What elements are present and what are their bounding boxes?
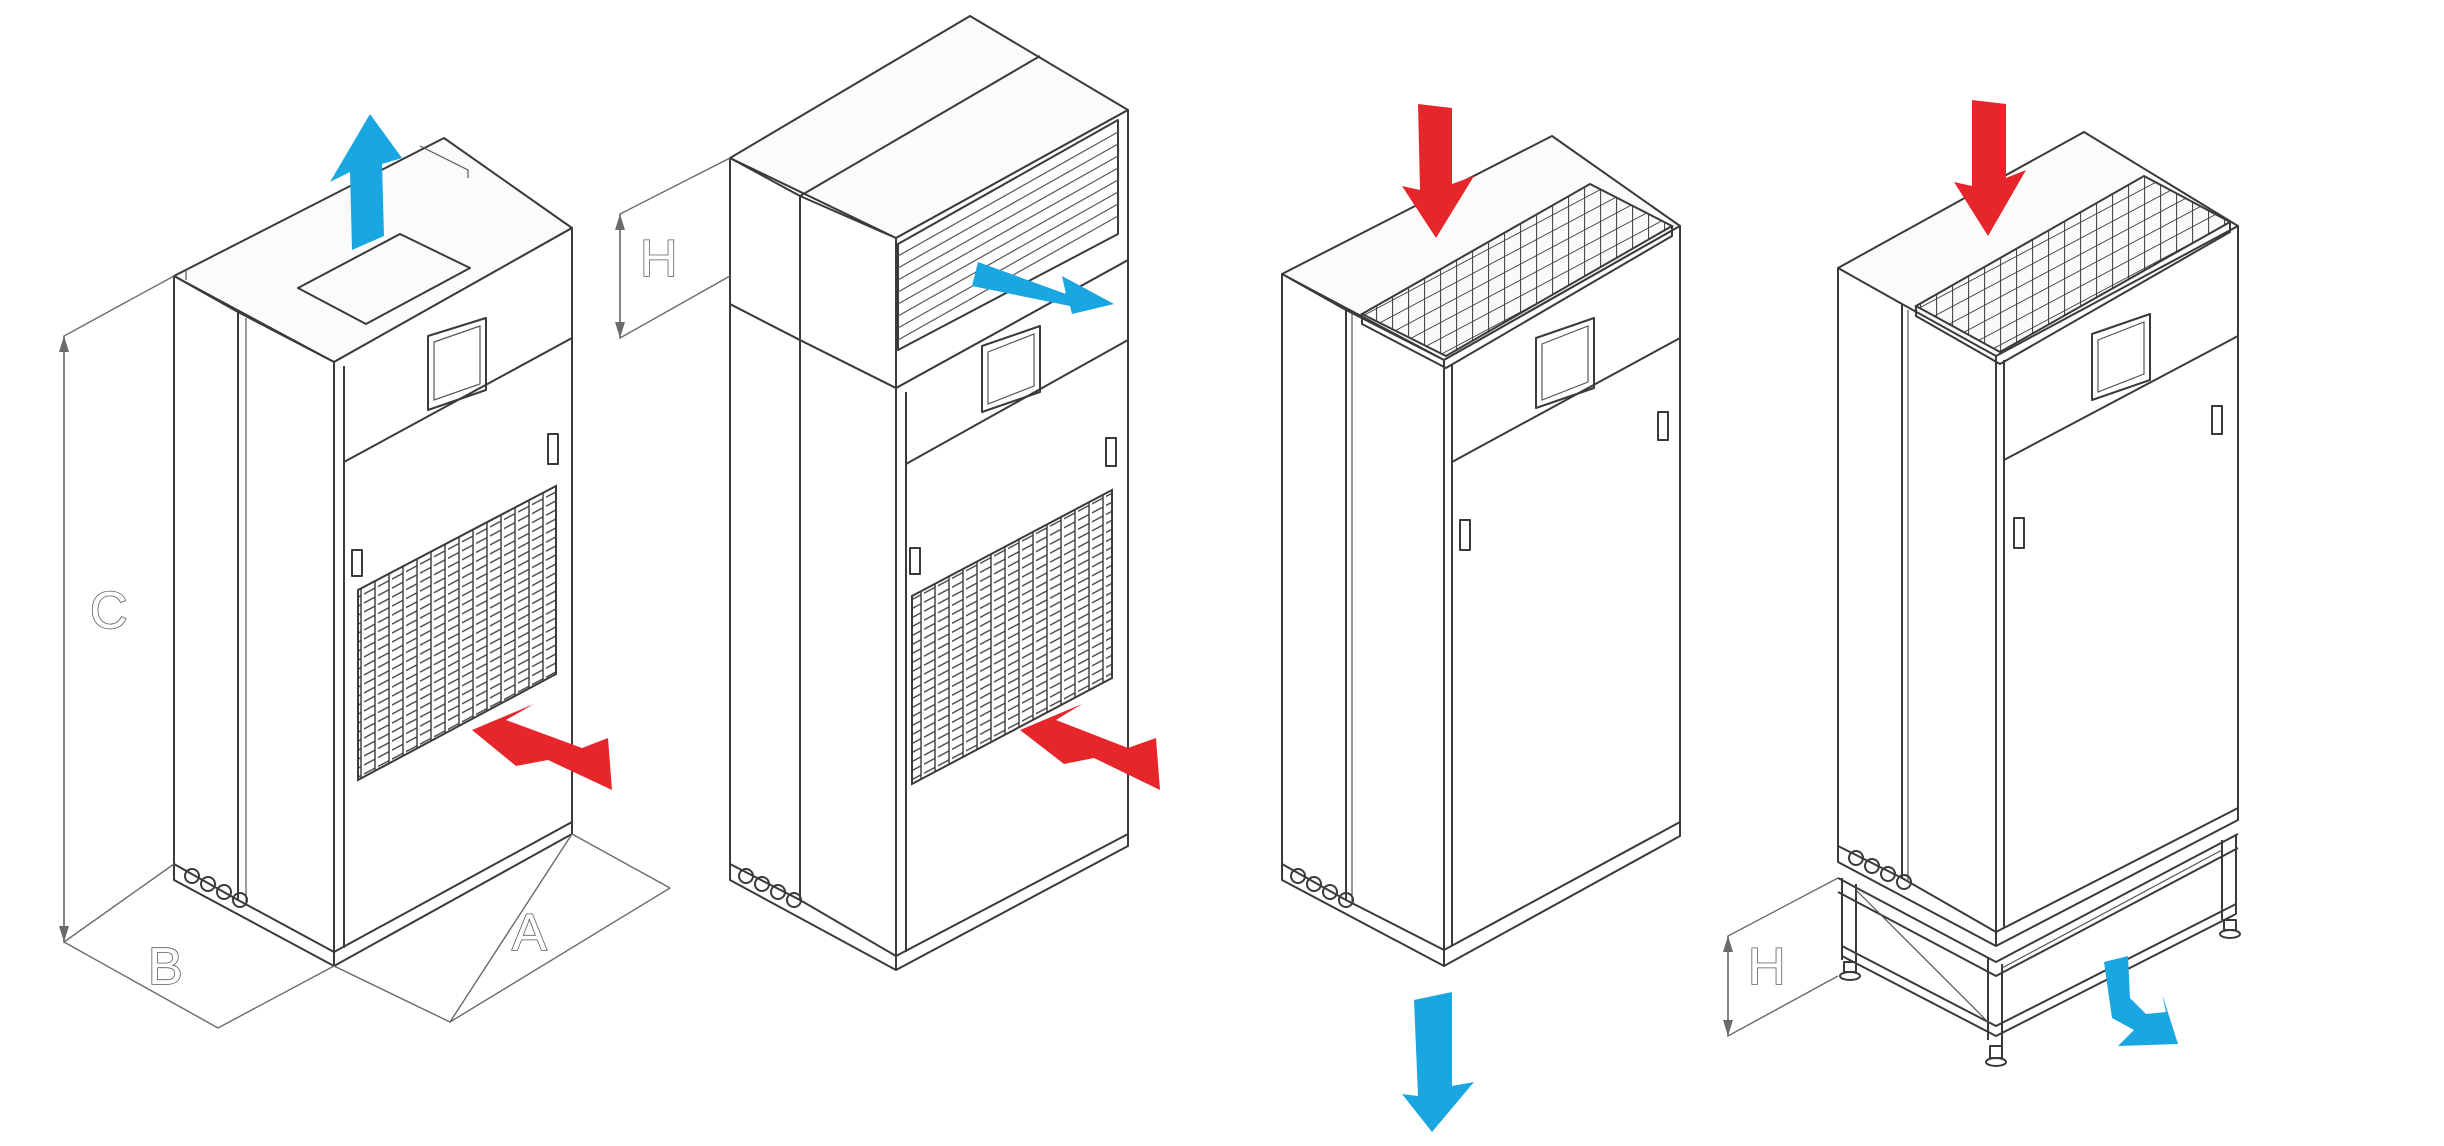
unit-4-downflow-on-stand: H [1723, 100, 2241, 1067]
unit-1-dimensions [59, 275, 671, 1029]
unit-2-return-air-arrow [1020, 704, 1160, 790]
unit-4-return-air-arrow-down [1954, 100, 2026, 236]
unit-2-plenum-dimension [615, 157, 731, 340]
unit-2-front-plenum-supply: H [615, 15, 1160, 971]
unit-3-return-air-arrow-down [1402, 104, 1474, 238]
unit-4-stand-dimension [1723, 877, 1839, 1038]
unit-1-return-air-arrow [472, 704, 612, 790]
unit-1-supply-air-arrow-up [330, 114, 402, 250]
unit-4-floor-stand [1837, 833, 2241, 1067]
unit-1-cable-knockouts [184, 868, 248, 908]
unit-4-supply-air-arrow-curved [2104, 956, 2178, 1046]
dimension-h-plenum-label: H [640, 230, 678, 288]
unit-1-upflow-front-return: C B A [59, 114, 671, 1029]
dimension-b-label: B [148, 938, 183, 996]
unit-3-supply-air-arrow-down [1402, 992, 1474, 1132]
dimension-h-stand-label: H [1748, 938, 1786, 996]
unit-3-cable-knockouts [1290, 868, 1354, 908]
unit-2-plenum-louvers [897, 119, 1119, 351]
unit-4-cable-knockouts [1848, 850, 1912, 890]
unit-2-supply-air-arrow [972, 262, 1114, 314]
dimension-c-label: C [90, 582, 128, 640]
dimension-a-label: A [512, 904, 547, 962]
unit-2-cable-knockouts [738, 868, 802, 908]
unit-3-downflow-top-return [1281, 104, 1681, 1132]
